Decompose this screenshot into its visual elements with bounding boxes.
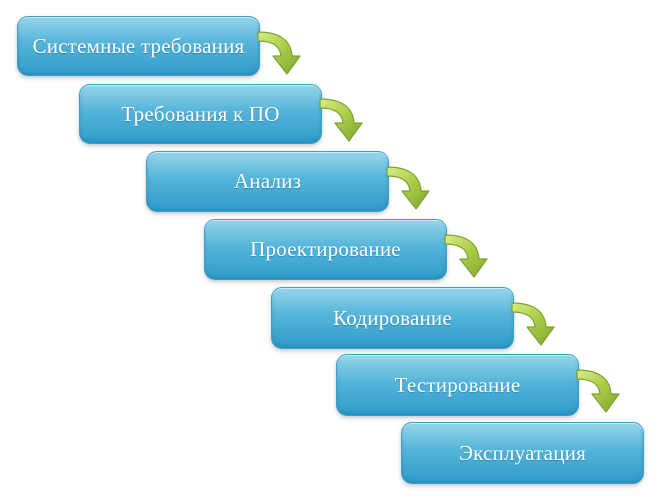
step-testing: Тестирование bbox=[336, 354, 579, 416]
step-system-requirements: Системные требования bbox=[17, 16, 260, 76]
step-operation: Эксплуатация bbox=[401, 422, 644, 484]
curved-down-arrow-icon bbox=[444, 234, 488, 278]
curved-down-arrow-icon bbox=[386, 166, 430, 210]
step-analysis: Анализ bbox=[146, 151, 389, 212]
step-coding: Кодирование bbox=[271, 287, 514, 349]
curved-down-arrow-icon bbox=[319, 98, 363, 142]
curved-down-arrow-icon bbox=[257, 31, 301, 75]
step-design: Проектирование bbox=[204, 219, 447, 280]
curved-down-arrow-icon bbox=[576, 369, 620, 413]
curved-down-arrow-icon bbox=[511, 302, 555, 346]
step-software-requirements: Требования к ПО bbox=[79, 84, 322, 144]
